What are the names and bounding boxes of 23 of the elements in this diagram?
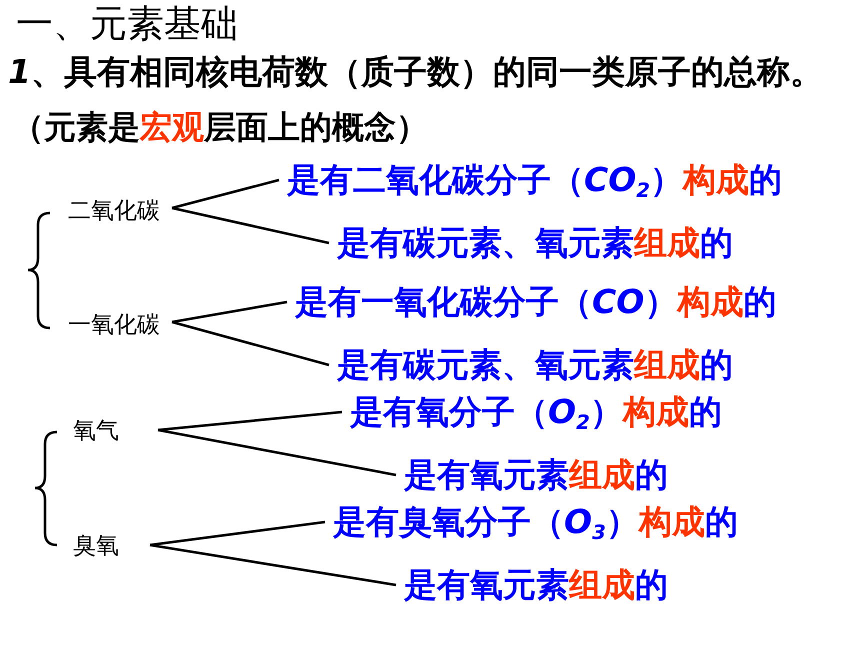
branch-line	[172, 320, 330, 366]
note-text: （元素是宏观层面上的概念）	[12, 108, 428, 146]
term-label: 臭氧	[73, 532, 119, 560]
statement-text: 是有一氧化碳分子（CO）构成的	[295, 283, 776, 321]
heading: 一、元素基础	[16, 2, 238, 46]
statement-text: 是有氧元素组成的	[404, 566, 668, 604]
statement-text: 是有氧分子（O$_{2}$）构成的	[350, 393, 722, 431]
branch-line	[158, 410, 342, 432]
statement-text: 是有碳元素、氧元素组成的	[337, 224, 733, 262]
term-label: 一氧化碳	[68, 311, 160, 339]
branch-line	[150, 544, 396, 586]
term-label: 二氧化碳	[68, 197, 160, 225]
branch-line	[150, 520, 326, 546]
branch-line	[158, 428, 396, 476]
statement-text: 是有二氧化碳分子（CO$_{2}$）构成的	[287, 161, 782, 199]
term-label: 氧气	[73, 417, 119, 445]
branch-line	[172, 178, 280, 210]
statement-text: 是有碳元素、氧元素组成的	[337, 346, 733, 384]
branch-line	[172, 206, 330, 244]
definition-text: 1、具有相同核电荷数（质子数）的同一类原子的总称。	[8, 53, 823, 91]
branch-line	[172, 300, 288, 324]
statement-text: 是有臭氧分子（O$_{3}$）构成的	[333, 503, 738, 541]
statement-text: 是有氧元素组成的	[404, 456, 668, 494]
